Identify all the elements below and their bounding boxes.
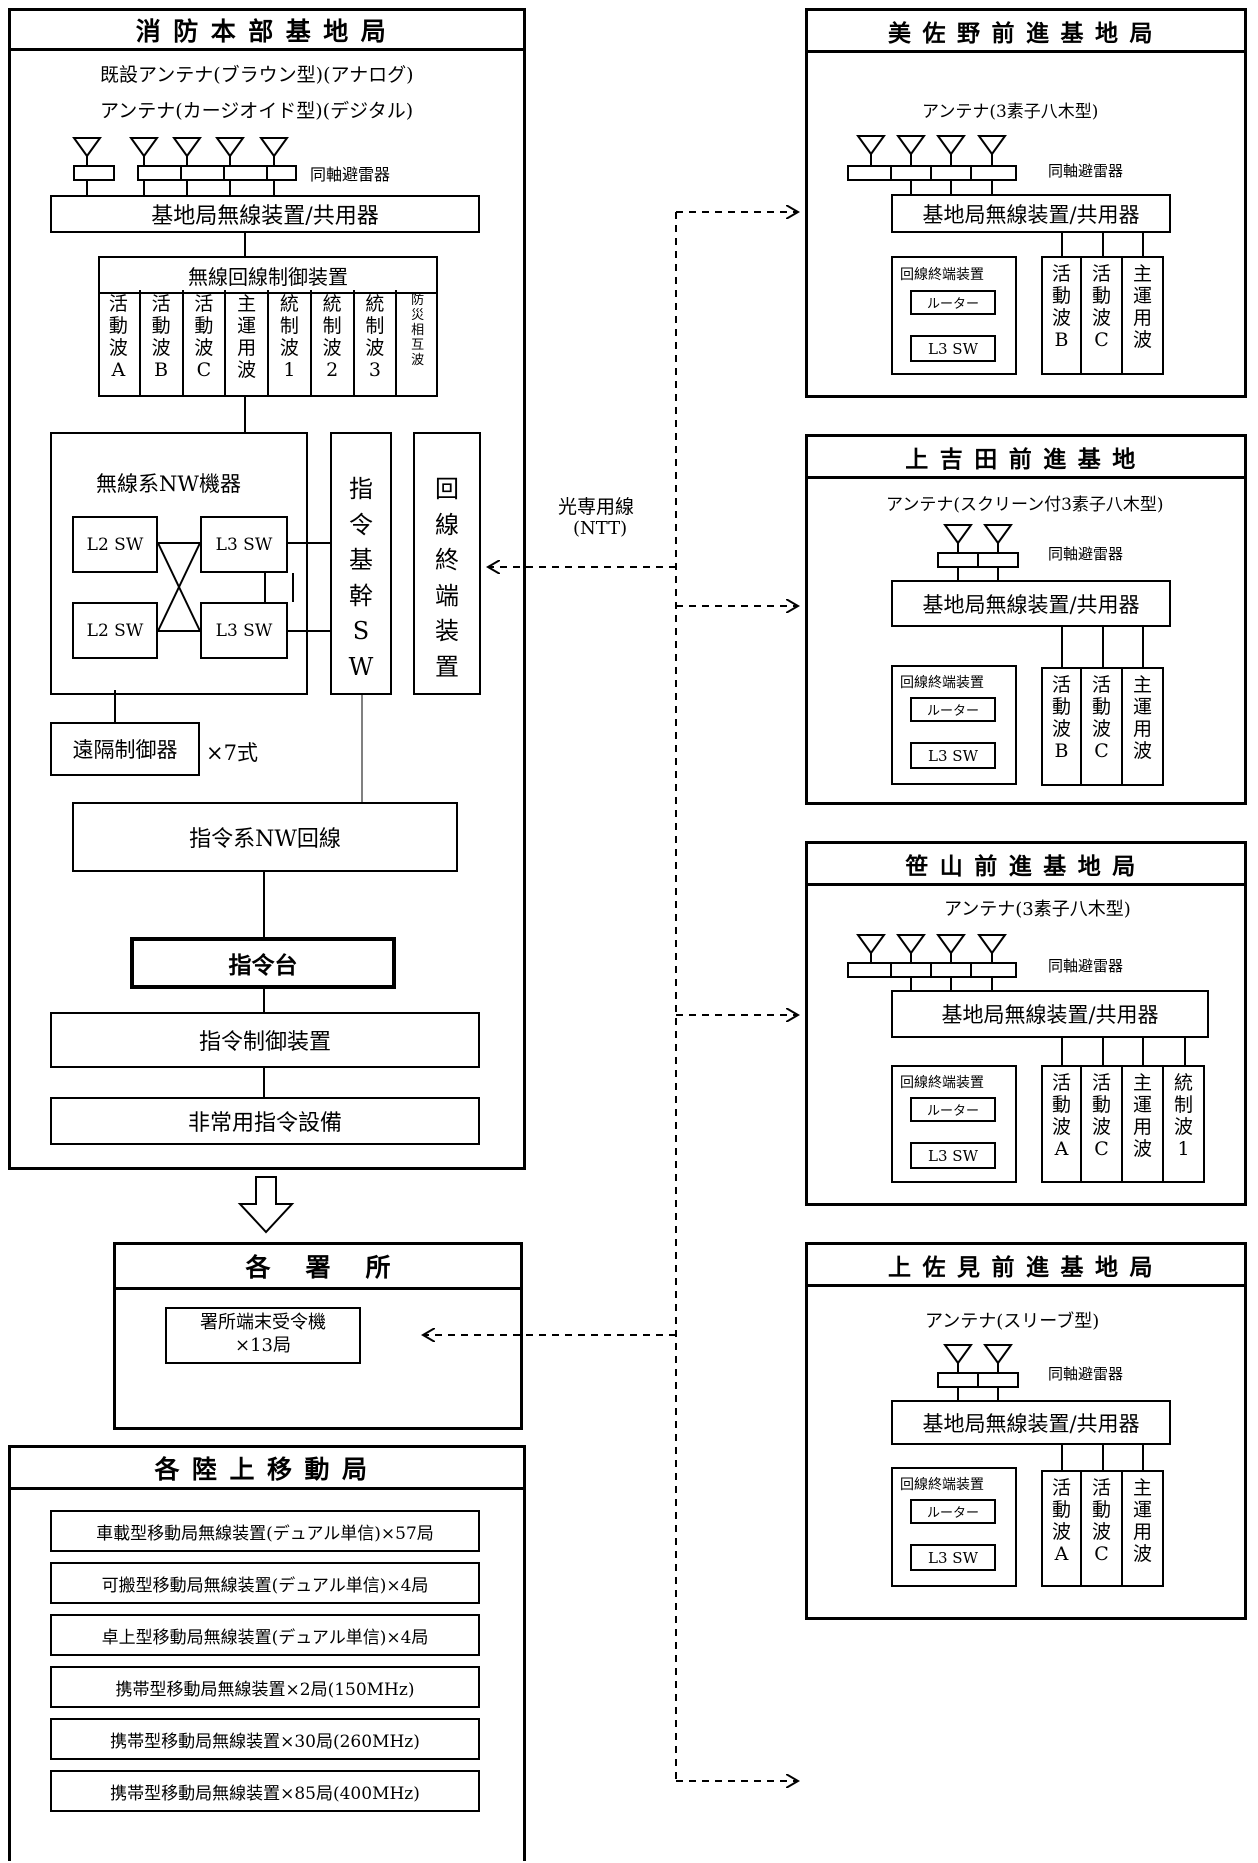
remote-controller: 遠隔制御器 xyxy=(50,722,200,776)
misano-base-radio: 基地局無線装置/共用器 xyxy=(891,194,1171,233)
hq-nw-equipment xyxy=(50,432,308,695)
fiber-link-label: 光専用線 xyxy=(558,496,635,518)
misano-antenna-label: アンテナ(3素子八木型) xyxy=(922,102,1099,122)
kamisami-l3-switch: L3 SW xyxy=(910,1544,996,1571)
kamiyoshida-title: 上吉田前進基地 xyxy=(808,437,1244,479)
sasayama-title: 笹山前進基地局 xyxy=(808,844,1244,886)
kamiyoshida-l3-switch: L3 SW xyxy=(910,742,996,769)
misano-l3-switch: L3 SW xyxy=(910,335,996,362)
emergency-command: 非常用指令設備 xyxy=(50,1097,480,1145)
kamisami-antenna-label: アンテナ(スリーブ型) xyxy=(925,1311,1100,1332)
hq-station: 消防本部基地局 xyxy=(8,8,526,1170)
command-console: 指令台 xyxy=(130,937,396,989)
hq-title: 消防本部基地局 xyxy=(11,11,523,51)
hq-antenna2-label: アンテナ(カージオイド型)(デジタル) xyxy=(100,100,414,122)
l2-switch-2: L2 SW xyxy=(72,602,158,659)
branch-terminal-label: 署所端末受令機 xyxy=(200,1312,326,1333)
mobile-stations: 各陸上移動局 xyxy=(8,1445,526,1861)
sasayama-router: ルーター xyxy=(910,1097,996,1122)
kamiyoshida-channel-3: 主運用波 xyxy=(1123,667,1164,786)
kamiyoshida-router: ルーター xyxy=(910,697,996,722)
fiber-link-provider: (NTT) xyxy=(573,518,628,539)
kamiyoshida-base-radio: 基地局無線装置/共用器 xyxy=(891,580,1171,627)
kamisami-base-radio: 基地局無線装置/共用器 xyxy=(891,1400,1171,1445)
mobile-station-item: 携帯型移動局無線装置×30局(260MHz) xyxy=(50,1718,480,1760)
kamiyoshida-arrester-label: 同軸避雷器 xyxy=(1048,545,1124,563)
misano-arrester-label: 同軸避雷器 xyxy=(1048,162,1124,180)
kamiyoshida-station: 上吉田前進基地 xyxy=(805,434,1247,805)
mobile-station-item: 携帯型移動局無線装置×2局(150MHz) xyxy=(50,1666,480,1708)
kamisami-router: ルーター xyxy=(910,1499,996,1524)
sasayama-station: 笹山前進基地局 xyxy=(805,841,1247,1206)
hq-arrester-label: 同軸避雷器 xyxy=(310,165,391,184)
misano-title: 美佐野前進基地局 xyxy=(808,11,1244,53)
l3-switch-2: L3 SW xyxy=(200,602,288,659)
down-arrow-icon xyxy=(237,1176,295,1234)
sasayama-arrester-label: 同軸避雷器 xyxy=(1048,957,1124,975)
misano-channel-3: 主運用波 xyxy=(1123,256,1164,375)
kamisami-terminal-label: 回線終端装置 xyxy=(900,1477,984,1493)
misano-terminal-label: 回線終端装置 xyxy=(900,267,984,283)
mobile-title: 各陸上移動局 xyxy=(11,1448,523,1490)
kamiyoshida-antenna-label: アンテナ(スクリーン付3素子八木型) xyxy=(886,495,1164,515)
mobile-station-item: 携帯型移動局無線装置×85局(400MHz) xyxy=(50,1770,480,1812)
kamisami-arrester-label: 同軸避雷器 xyxy=(1048,1365,1124,1383)
mobile-station-item: 可搬型移動局無線装置(デュアル単信)×4局 xyxy=(50,1562,480,1604)
misano-station: 美佐野前進基地局 xyxy=(805,8,1247,398)
mobile-station-list: 車載型移動局無線装置(デュアル単信)×57局可搬型移動局無線装置(デュアル単信)… xyxy=(50,1510,480,1822)
l3-switch-1: L3 SW xyxy=(200,516,288,573)
hq-nw-equipment-label: 無線系NW機器 xyxy=(96,472,241,496)
hq-line-terminal: 回線終端装置 xyxy=(413,432,481,695)
branch-title: 各署所 xyxy=(116,1245,520,1290)
kamisami-title: 上佐見前進基地局 xyxy=(808,1245,1244,1287)
l2-switch-1: L2 SW xyxy=(72,516,158,573)
command-controller: 指令制御装置 xyxy=(50,1012,480,1068)
hq-channel-8: 防災相互波 xyxy=(395,290,438,397)
mobile-station-item: 車載型移動局無線装置(デュアル単信)×57局 xyxy=(50,1510,480,1552)
branch-terminal: 署所端末受令機 ×13局 xyxy=(165,1307,361,1364)
command-network: 指令系NW回線 xyxy=(72,802,458,872)
sasayama-channel-3: 主運用波 xyxy=(1123,1065,1164,1183)
hq-base-radio: 基地局無線装置/共用器 xyxy=(50,195,480,233)
sasayama-base-radio: 基地局無線装置/共用器 xyxy=(891,990,1209,1038)
hq-channel-4: 主運用波 xyxy=(224,290,267,397)
kamiyoshida-terminal-label: 回線終端装置 xyxy=(900,675,984,691)
hq-line-control-label: 無線回線制御装置 xyxy=(100,258,436,294)
kamisami-channel-3: 主運用波 xyxy=(1123,1470,1164,1587)
remote-controller-count: ×7式 xyxy=(206,741,258,765)
sasayama-antenna-label: アンテナ(3素子八木型) xyxy=(944,899,1131,920)
sasayama-l3-switch: L3 SW xyxy=(910,1142,996,1169)
sasayama-terminal-label: 回線終端装置 xyxy=(900,1075,984,1091)
branch-terminal-count: ×13局 xyxy=(235,1335,291,1357)
misano-router: ルーター xyxy=(910,290,996,315)
kamisami-station: 上佐見前進基地局 xyxy=(805,1242,1247,1620)
mobile-station-item: 卓上型移動局無線装置(デュアル単信)×4局 xyxy=(50,1614,480,1656)
branch-stations: 各署所 xyxy=(113,1242,523,1430)
hq-antenna1-label: 既設アンテナ(ブラウン型)(アナログ) xyxy=(100,64,414,86)
